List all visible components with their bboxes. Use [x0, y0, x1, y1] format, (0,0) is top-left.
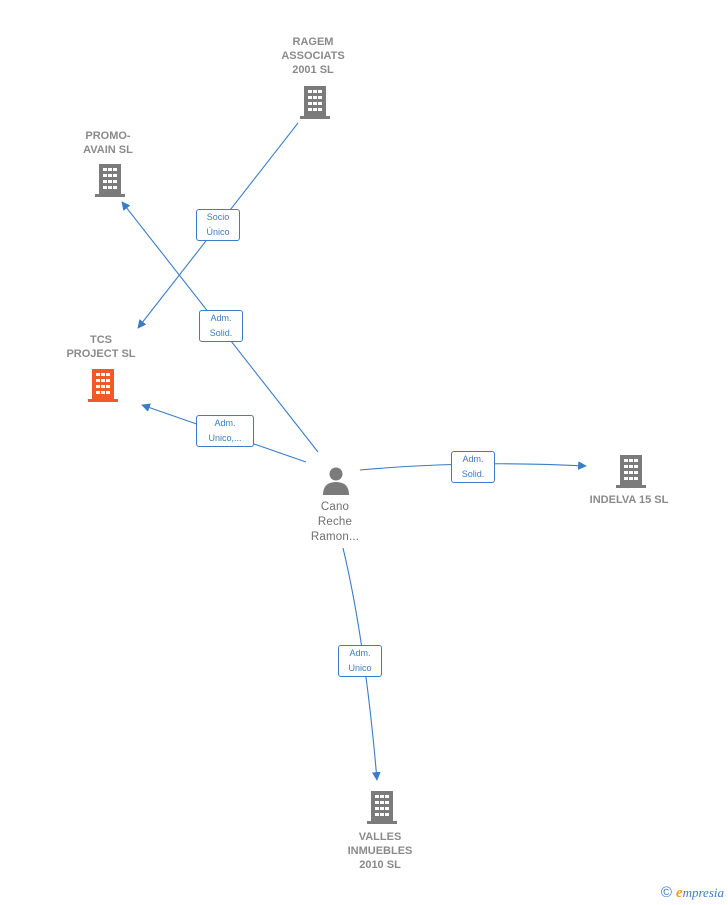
node-label-indelva: INDELVA 15 SL — [589, 494, 669, 506]
copyright-symbol: © — [660, 884, 672, 901]
edge-label-person-indelva[interactable]: Adm. Solid. — [451, 451, 495, 483]
node-label-ragem: RAGEM ASSOCIATS 2001 SL — [281, 36, 345, 76]
edge-label-person-valles[interactable]: Adm. Unico — [338, 645, 382, 677]
edge-label-ragem-tcs[interactable]: Socio Único — [196, 209, 240, 241]
edge-label-person-tcs[interactable]: Adm. Unico,... — [196, 415, 254, 447]
edge-label-person-promo[interactable]: Adm. Solid. — [199, 310, 243, 342]
node-label-promo: PROMO- AVAIN SL — [83, 130, 133, 156]
empresia-footer-logo: ©empresia — [661, 884, 724, 902]
building-icon[interactable] — [367, 789, 397, 825]
building-icon[interactable] — [616, 453, 646, 489]
node-label-person: Cano Reche Ramon... — [310, 501, 360, 543]
brand-name: mpresia — [682, 885, 724, 900]
building-icon[interactable] — [300, 84, 330, 120]
brand-initial: e — [675, 885, 683, 901]
building-icon-highlighted[interactable] — [88, 367, 118, 403]
node-label-valles: VALLES INMUEBLES 2010 SL — [347, 831, 413, 871]
node-label-tcs: TCS PROJECT SL — [66, 334, 136, 360]
building-icon[interactable] — [95, 162, 125, 198]
person-icon[interactable] — [321, 466, 351, 496]
